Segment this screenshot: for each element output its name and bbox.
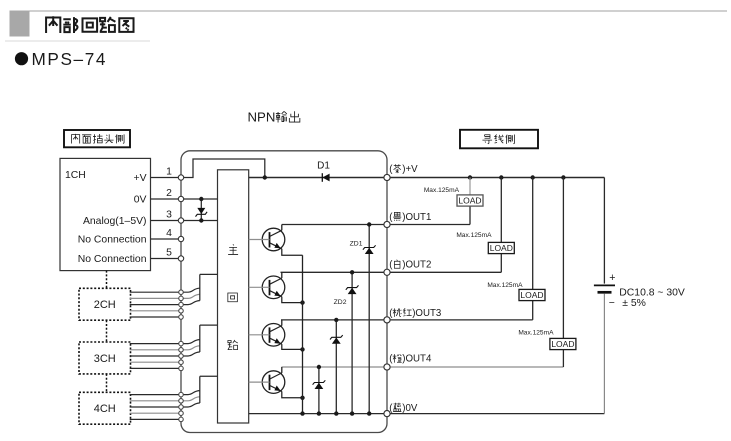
svg-text:2CH: 2CH <box>94 299 116 311</box>
svg-text:D1: D1 <box>317 161 330 172</box>
svg-text:LOAD: LOAD <box>490 243 513 253</box>
svg-text:4CH: 4CH <box>94 403 116 415</box>
svg-text:(: ( <box>389 403 393 414</box>
svg-text:)0V: )0V <box>402 403 418 414</box>
svg-text:(: ( <box>389 260 393 271</box>
svg-text:)OUT1: )OUT1 <box>402 212 431 223</box>
svg-text:0V: 0V <box>134 195 147 206</box>
svg-text:NPN: NPN <box>248 110 276 125</box>
svg-text:Max.125mA: Max.125mA <box>487 282 523 289</box>
svg-text:3CH: 3CH <box>94 353 116 365</box>
svg-text:LOAD: LOAD <box>458 196 481 206</box>
svg-text:Max.125mA: Max.125mA <box>456 232 492 239</box>
svg-text:No Connection: No Connection <box>78 235 147 246</box>
svg-text:Max.125mA: Max.125mA <box>424 187 460 194</box>
svg-text:3: 3 <box>166 209 172 220</box>
svg-text:)+V: )+V <box>402 164 418 175</box>
svg-text:DC10.8 ~ 30V: DC10.8 ~ 30V <box>619 287 685 298</box>
svg-text:+V: +V <box>134 173 147 184</box>
svg-text:Max.125mA: Max.125mA <box>518 330 554 337</box>
svg-text:+: + <box>609 272 615 284</box>
svg-text:)OUT3: )OUT3 <box>412 308 441 319</box>
svg-text:2: 2 <box>166 188 172 199</box>
svg-text:)OUT4: )OUT4 <box>402 354 432 365</box>
svg-text:ZD2: ZD2 <box>334 299 347 306</box>
svg-text:−: − <box>609 298 615 309</box>
svg-text:LOAD: LOAD <box>551 339 574 349</box>
svg-text:(: ( <box>389 164 393 175</box>
svg-text:1CH: 1CH <box>65 170 86 181</box>
svg-text:± 5%: ± 5% <box>622 298 646 309</box>
svg-text:)OUT2: )OUT2 <box>402 260 431 271</box>
svg-text:Analog(1–5V): Analog(1–5V) <box>83 216 147 227</box>
svg-text:No Connection: No Connection <box>78 254 147 265</box>
svg-text:4: 4 <box>166 228 172 239</box>
svg-text:(: ( <box>389 354 393 365</box>
svg-text:LOAD: LOAD <box>520 290 543 300</box>
svg-text:(: ( <box>389 308 393 319</box>
svg-text:1: 1 <box>166 166 172 177</box>
svg-text:ZD1: ZD1 <box>350 240 363 247</box>
svg-text:(: ( <box>389 212 393 223</box>
svg-text:5: 5 <box>166 247 172 258</box>
svg-text:MPS–74: MPS–74 <box>32 49 108 69</box>
